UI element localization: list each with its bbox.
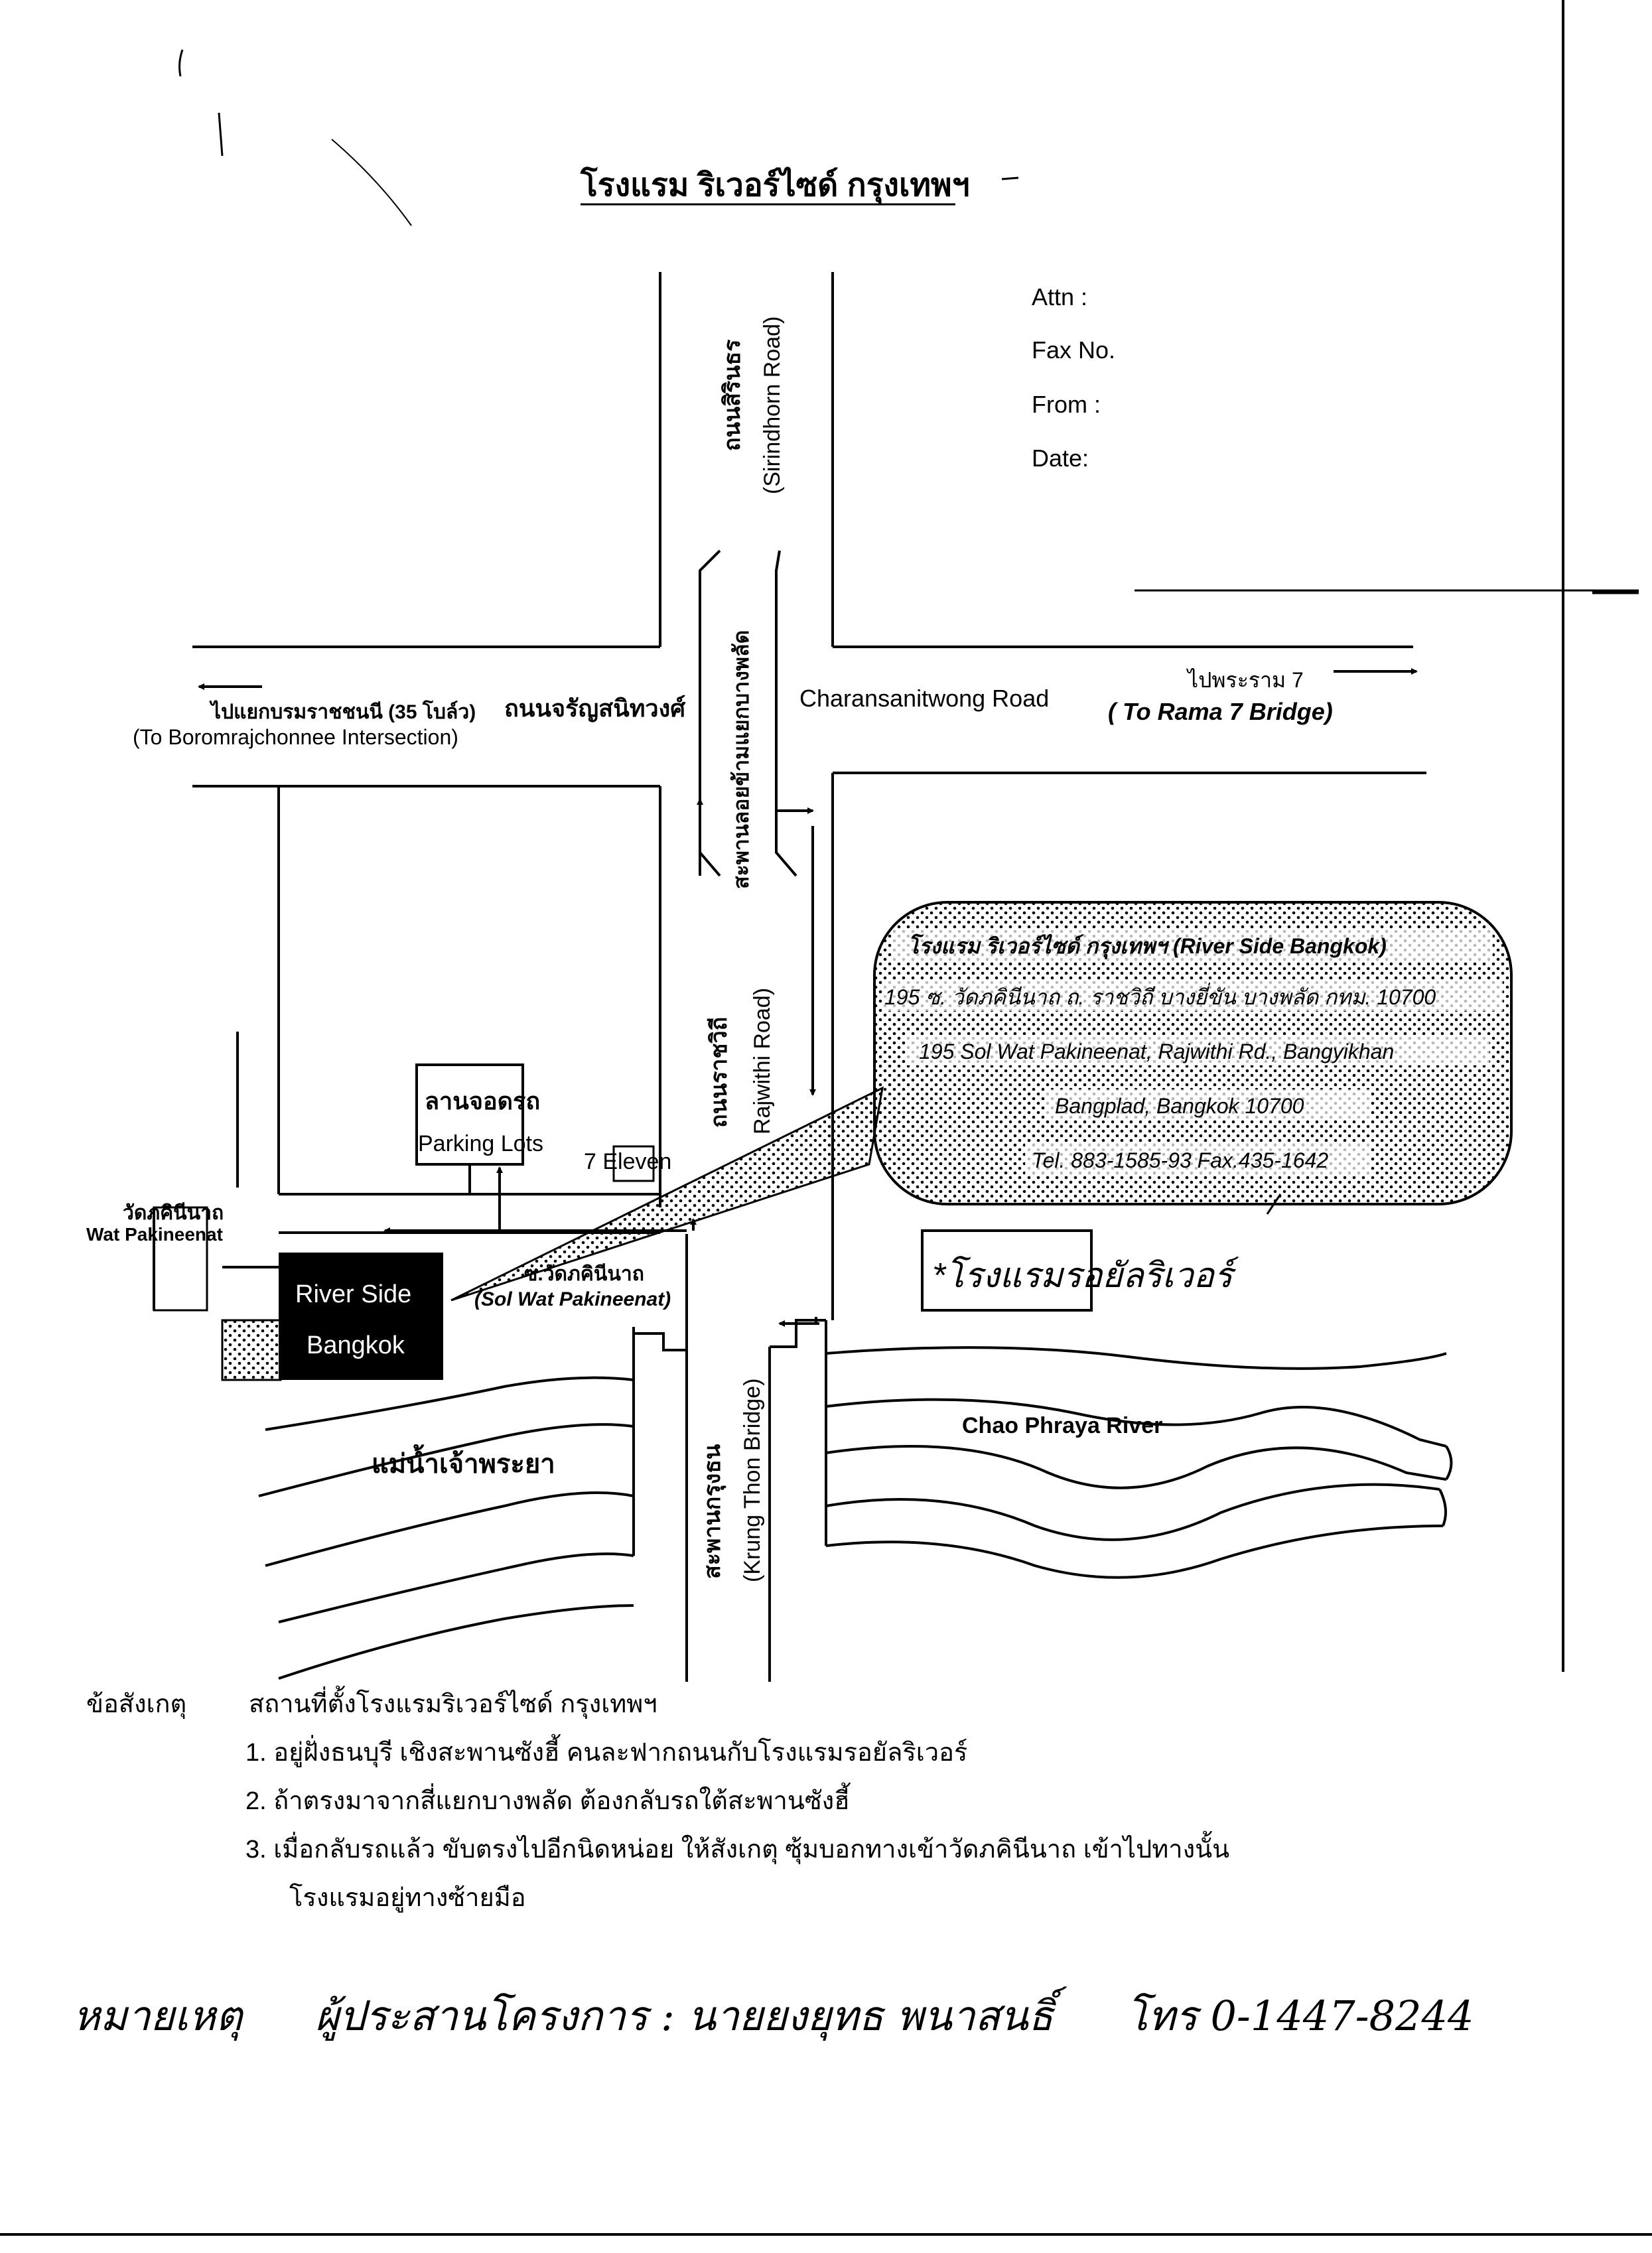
map-labels: ถนนสิรินธร (Sirindhorn Road) สะพานลอยข้า… <box>86 316 1333 1582</box>
from-label: From : <box>1032 391 1101 418</box>
river-label-th: แม่น้ำเจ้าพระยา <box>372 1444 555 1479</box>
to-rama7-th: ไปพระราม 7 <box>1186 668 1304 692</box>
notes-heading: สถานที่ตั้งโรงแรมริเวอร์ไซด์ กรุงเทพฯ <box>249 1690 657 1718</box>
soi-wat-th: ซ.วัดภคินีนาถ <box>524 1263 644 1285</box>
parking-th: ลานจอดรถ <box>425 1087 540 1115</box>
handwritten-remark: หมายเหตุ ผู้ประสานโครงการ : นายยงยุทธ พน… <box>73 1984 1474 2049</box>
parking-en: Parking Lots <box>418 1131 543 1156</box>
to-rama7-en: ( To Rama 7 Bridge) <box>1108 698 1333 725</box>
callout-line4: Bangplad, Bangkok 10700 <box>1055 1094 1304 1118</box>
royal-river-box <box>921 1229 1093 1312</box>
hotel-name-line1: River Side <box>295 1280 411 1308</box>
coordinator-name: ผู้ประสานโครงการ : นายยงยุทธ พนาสนธิ์ <box>314 1992 1054 2040</box>
callout-line2: 195 ซ. วัดภคินีนาถ ถ. ราชวิถี บางยี่ขัน … <box>884 983 1436 1009</box>
notes-item-3-cont: โรงแรมอยู่ทางซ้ายมือ <box>289 1884 526 1912</box>
attn-label: Attn : <box>1032 283 1087 310</box>
callout-line5: Tel. 883-1585-93 Fax.435-1642 <box>1032 1148 1328 1172</box>
hotel-name-line2: Bangkok <box>307 1331 405 1359</box>
flyover-label: สะพานลอยข้ามแยกบางพลัด <box>729 630 753 889</box>
wat-label-th: วัดภคินีนาถ <box>123 1202 224 1224</box>
callout-line1: โรงแรม ริเวอร์ไซด์ กรุงเทพฯ (River Side … <box>908 933 1387 959</box>
charansanit-road-th: ถนนจรัญสนิทวงศ์ <box>504 695 686 722</box>
date-label: Date: <box>1032 444 1089 472</box>
to-boromrajchonnee-th: ไปแยกบรมราชชนนี (35 โบล์ว) <box>209 699 476 723</box>
notes-label: ข้อสังเกตุ <box>86 1690 187 1718</box>
krungthon-bridge-th: สะพานกรุงธน <box>700 1444 726 1579</box>
krungthon-bridge-en: (Krung Thon Bridge) <box>740 1379 765 1582</box>
riverside-hotel-block <box>279 1253 443 1380</box>
river-label-en: Chao Phraya River <box>962 1413 1162 1438</box>
chao-phraya-river <box>258 1346 1453 1680</box>
coordinator-phone: โทร 0-1447-8244 <box>1126 1992 1474 2040</box>
notes-item-3: 3. เมื่อกลับรถแล้ว ขับตรงไปอีกนิดหน่อย ใ… <box>245 1836 1230 1864</box>
callout-line3: 195 Sol Wat Pakineenat, Rajwithi Rd., Ba… <box>919 1040 1394 1063</box>
sirindhorn-road-th: ถนนสิรินธร <box>720 339 745 451</box>
notes-item-2: 2. ถ้าตรงมาจากสี่แยกบางพลัด ต้องกลับรถใต… <box>245 1787 850 1815</box>
rajwithi-road-en: Rajwithi Road) <box>750 988 775 1134</box>
sirindhorn-road-en: (Sirindhorn Road) <box>760 316 785 494</box>
royal-river-label: *โรงแรมรอยัลริเวอร์ <box>932 1256 1239 1295</box>
seven-eleven: 7 Eleven <box>584 1149 671 1174</box>
remark-label: หมายเหตุ <box>73 1992 243 2040</box>
hotel-annex-dotted <box>221 1319 282 1381</box>
callout-text: โรงแรม ริเวอร์ไซด์ กรุงเทพฯ (River Side … <box>882 929 1503 1174</box>
notes-item-1: 1. อยู่ฝั่งธนบุรี เชิงสะพานซังฮี้ คนละฟา… <box>245 1739 968 1767</box>
charansanit-road-en: Charansanitwong Road <box>799 685 1049 712</box>
map-title: โรงแรม ริเวอร์ไซด์ กรุงเทพฯ <box>580 166 970 205</box>
fax-header: Attn : Fax No. From : Date: <box>1032 283 1115 472</box>
soi-wat-en: (Sol Wat Pakineenat) <box>474 1288 671 1310</box>
to-boromrajchonnee-en: (To Boromrajchonnee Intersection) <box>133 725 458 749</box>
fax-no-label: Fax No. <box>1032 336 1115 364</box>
wat-label-en: Wat Pakineenat <box>86 1224 223 1245</box>
rajwithi-road-th: ถนนราชวิถี <box>707 1017 732 1128</box>
